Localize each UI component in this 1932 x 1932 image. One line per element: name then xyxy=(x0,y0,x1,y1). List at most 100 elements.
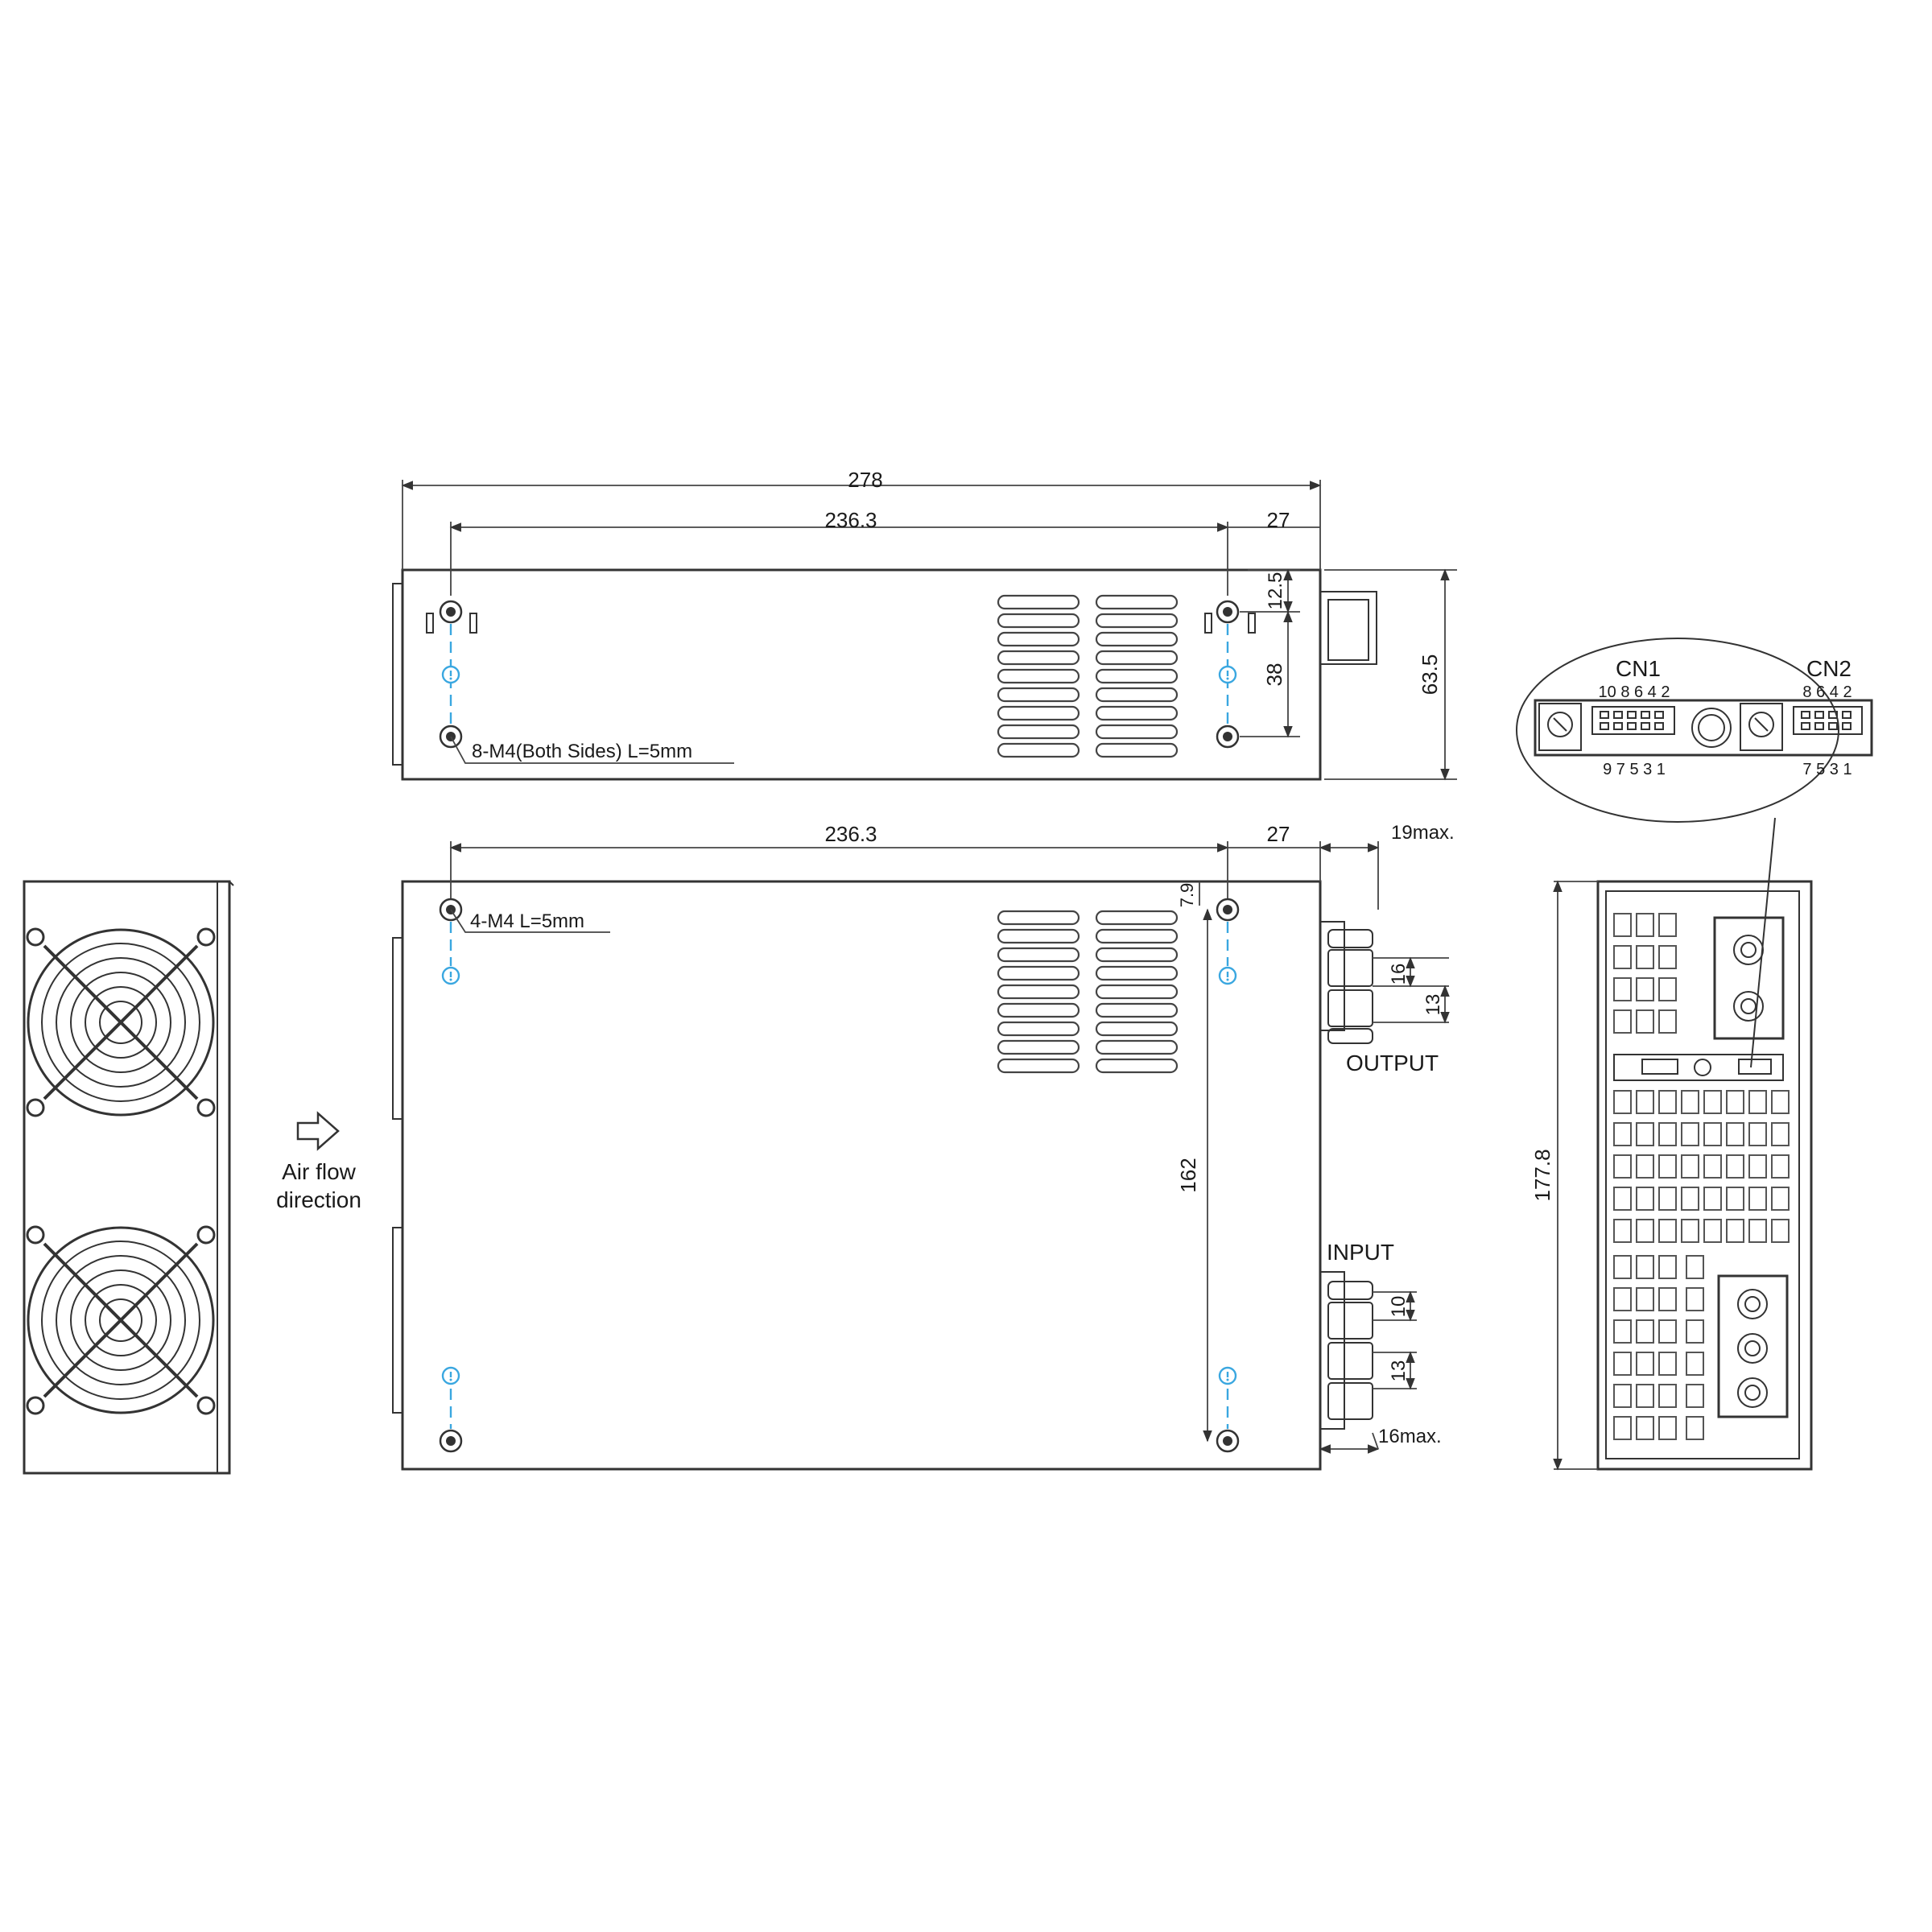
vent-cell xyxy=(1771,1219,1790,1243)
screw-note-top: 8-M4(Both Sides) L=5mm xyxy=(472,741,692,762)
dim-input-terminal-max: 16max. xyxy=(1378,1426,1442,1447)
vent-cell xyxy=(1636,1255,1654,1279)
connector-detail: CN1 10 8 6 4 2 9 7 5 3 1 CN2 8 6 4 2 7 5… xyxy=(1516,638,1873,823)
side-view-vents xyxy=(997,910,1179,1074)
warning-icon xyxy=(441,966,460,985)
vent-cell xyxy=(1636,977,1654,1001)
fan-view-body xyxy=(23,880,231,1475)
vent-cell xyxy=(1658,1009,1677,1034)
fan-grille-icon xyxy=(26,927,216,1117)
vent-cell xyxy=(1658,1384,1677,1408)
vent-cell xyxy=(1658,1319,1677,1344)
warning-icon xyxy=(1218,665,1237,684)
vent-cell xyxy=(1658,1352,1677,1376)
vent-cell xyxy=(1636,1187,1654,1211)
dim-upper-hole: 12.5 xyxy=(1265,572,1286,610)
vent-cell xyxy=(1703,1154,1722,1179)
vent-cell xyxy=(1681,1187,1699,1211)
vent-cell xyxy=(1748,1154,1767,1179)
dim-side-rear-offset: 27 xyxy=(1267,822,1290,846)
vent-cell xyxy=(1703,1090,1722,1114)
vent-cell xyxy=(1636,1287,1654,1311)
vent-cell xyxy=(1658,1255,1677,1279)
vent-cell xyxy=(1636,1416,1654,1440)
vent-cell xyxy=(1613,1287,1632,1311)
dim-unit-height: 63.5 xyxy=(1418,654,1442,696)
detail-callout-ellipse xyxy=(1516,638,1839,823)
end-view-connector-strip xyxy=(1613,1054,1784,1081)
vent-cell xyxy=(1658,945,1677,969)
vent-cell xyxy=(1681,1122,1699,1146)
vent-cell xyxy=(1636,1352,1654,1376)
vent-cell xyxy=(1636,1009,1654,1034)
warning-icon xyxy=(441,1366,460,1385)
dim-input-pitch-2: 13 xyxy=(1388,1360,1410,1382)
input-label: INPUT xyxy=(1327,1240,1394,1265)
warning-icon xyxy=(1218,966,1237,985)
fan-grille-icon xyxy=(26,1225,216,1415)
screw-note-side: 4-M4 L=5mm xyxy=(470,910,584,932)
vent-cell xyxy=(1686,1352,1704,1376)
vent-cell xyxy=(1636,1319,1654,1344)
dim-hole-spacing: 236.3 xyxy=(824,508,877,532)
indicator-led-icon xyxy=(1691,708,1732,748)
vent-cell xyxy=(1726,1187,1744,1211)
dim-overall-length: 278 xyxy=(848,468,882,492)
vent-cell xyxy=(1613,1187,1632,1211)
vent-cell xyxy=(1613,1219,1632,1243)
vent-cell xyxy=(1686,1319,1704,1344)
cn1-connector xyxy=(1591,706,1675,735)
screw-icon xyxy=(1216,898,1240,922)
vent-cell xyxy=(1703,1187,1722,1211)
vent-cell xyxy=(1658,1416,1677,1440)
vent-cell xyxy=(1636,1090,1654,1114)
vent-cell xyxy=(1726,1122,1744,1146)
potentiometer-icon xyxy=(1740,703,1783,751)
vent-cell xyxy=(1636,1154,1654,1179)
cn1-label: CN1 xyxy=(1616,656,1661,681)
dim-side-hole-spacing: 236.3 xyxy=(824,822,877,846)
vent-cell xyxy=(1726,1219,1744,1243)
vent-cell xyxy=(1613,1090,1632,1114)
potentiometer-icon xyxy=(1538,703,1582,751)
cn2-pins-top: 8 6 4 2 xyxy=(1802,683,1852,701)
output-terminals xyxy=(1319,921,1373,1044)
vent-cell xyxy=(1771,1154,1790,1179)
top-view-fan-flange xyxy=(392,583,403,766)
dim-input-pitch-1: 10 xyxy=(1388,1296,1410,1318)
vent-cell xyxy=(1686,1287,1704,1311)
vent-cell xyxy=(1613,1122,1632,1146)
end-view-vent-grid xyxy=(1613,913,1790,1440)
warning-icon xyxy=(441,665,460,684)
fan-view: Air flow direction xyxy=(23,880,361,1475)
vent-cell xyxy=(1686,1255,1704,1279)
dim-hole-vertical: 162 xyxy=(1176,1158,1200,1192)
dim-hole-pitch: 38 xyxy=(1262,663,1286,687)
top-view-vents xyxy=(997,594,1179,758)
vent-cell xyxy=(1636,913,1654,937)
vent-cell xyxy=(1658,977,1677,1001)
vent-cell xyxy=(1613,1319,1632,1344)
vent-cell xyxy=(1686,1384,1704,1408)
screw-icon xyxy=(439,600,463,624)
dim-output-terminal-max: 19max. xyxy=(1391,822,1455,844)
cn2-pins-bottom: 7 5 3 1 xyxy=(1802,761,1852,778)
dim-output-pitch-2: 13 xyxy=(1422,994,1444,1016)
end-view-body xyxy=(1596,880,1813,1471)
vent-cell xyxy=(1636,1384,1654,1408)
arrow-right-icon xyxy=(296,1111,340,1151)
detail-panel xyxy=(1534,699,1873,757)
airflow-label-line2: direction xyxy=(276,1187,361,1212)
screw-icon xyxy=(1216,724,1240,749)
vent-cell xyxy=(1748,1187,1767,1211)
dim-edge-offset: 7.9 xyxy=(1177,883,1197,908)
vent-cell xyxy=(1613,977,1632,1001)
vent-cell xyxy=(1613,945,1632,969)
dim-output-pitch-1: 16 xyxy=(1388,964,1410,985)
warning-icon xyxy=(1218,1366,1237,1385)
vent-cell xyxy=(1613,1009,1632,1034)
vent-cell xyxy=(1658,1219,1677,1243)
vent-cell xyxy=(1613,913,1632,937)
vent-cell xyxy=(1703,1122,1722,1146)
